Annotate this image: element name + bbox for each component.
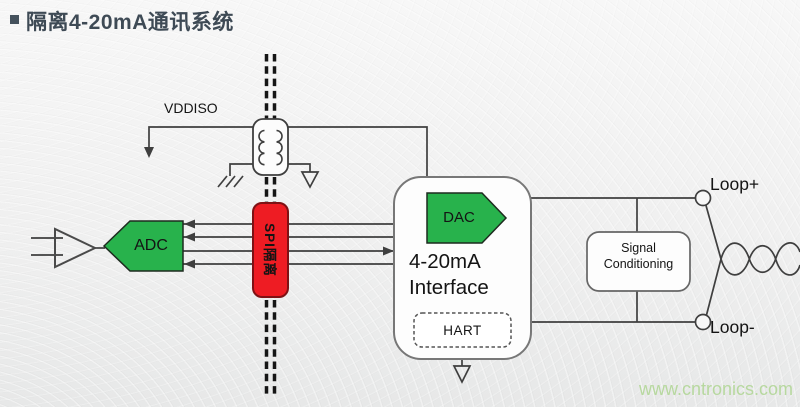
signal-conditioning-block [586,231,691,292]
spi-line1-left-arrow-icon [184,219,195,229]
earth-ground-icon [300,171,320,189]
vddiso-down-arrow-icon [144,147,154,158]
transformer-left-ground-wire [229,163,253,176]
isolation-barrier-icon [264,54,277,396]
dac-label: DAC [443,209,475,226]
interface-label: 4-20mA Interface [409,249,489,301]
vddiso-label: VDDISO [164,100,218,116]
dac-block [426,192,508,244]
spi-line3-right-arrow-icon [383,246,394,256]
arrowheads [144,147,394,269]
interface-label-line2: Interface [409,276,489,299]
spi-isolation-block [252,202,289,298]
adc-block [102,220,184,272]
signal-conditioning-label: Signal Conditioning [587,240,690,272]
amplifier-icon [54,227,98,269]
spi-isolation-label: SPI隔离 [253,203,288,297]
transformer-right-ground-wire [288,163,311,172]
interface-label-line1: 4-20mA [409,250,481,273]
chassis-ground-icon [217,175,244,188]
signal-conditioning-line1: Signal [621,241,656,255]
loop-minus-label: Loop- [710,317,755,337]
signal-conditioning-line2: Conditioning [603,257,674,271]
page-title: 隔离4-20mA通讯系统 [26,11,234,34]
loop-plus-label: Loop+ [710,174,760,194]
loop-plus-terminal-icon [694,189,712,207]
amplifier-input-wires [31,237,63,256]
twisted-pair-icon [705,205,800,316]
transformer-icon [252,118,289,176]
hart-block [413,312,512,348]
adc-label: ADC [134,237,168,254]
spi-isolation-label-text: SPI隔离 [261,223,277,277]
watermark: www.cntronics.com [638,379,793,399]
hart-label: HART [443,322,482,338]
transformer-to-interface-wire [288,126,428,178]
spi-line2-left-arrow-icon [184,232,195,242]
title-row: 隔离4-20mA通讯系统 [10,6,234,36]
spi-line4-left-arrow-icon [184,259,195,269]
loop-minus-terminal-icon [694,313,712,331]
vddiso-wire [148,126,253,148]
interface-earth-ground-icon [452,365,472,384]
square-bullet-icon [10,15,19,24]
